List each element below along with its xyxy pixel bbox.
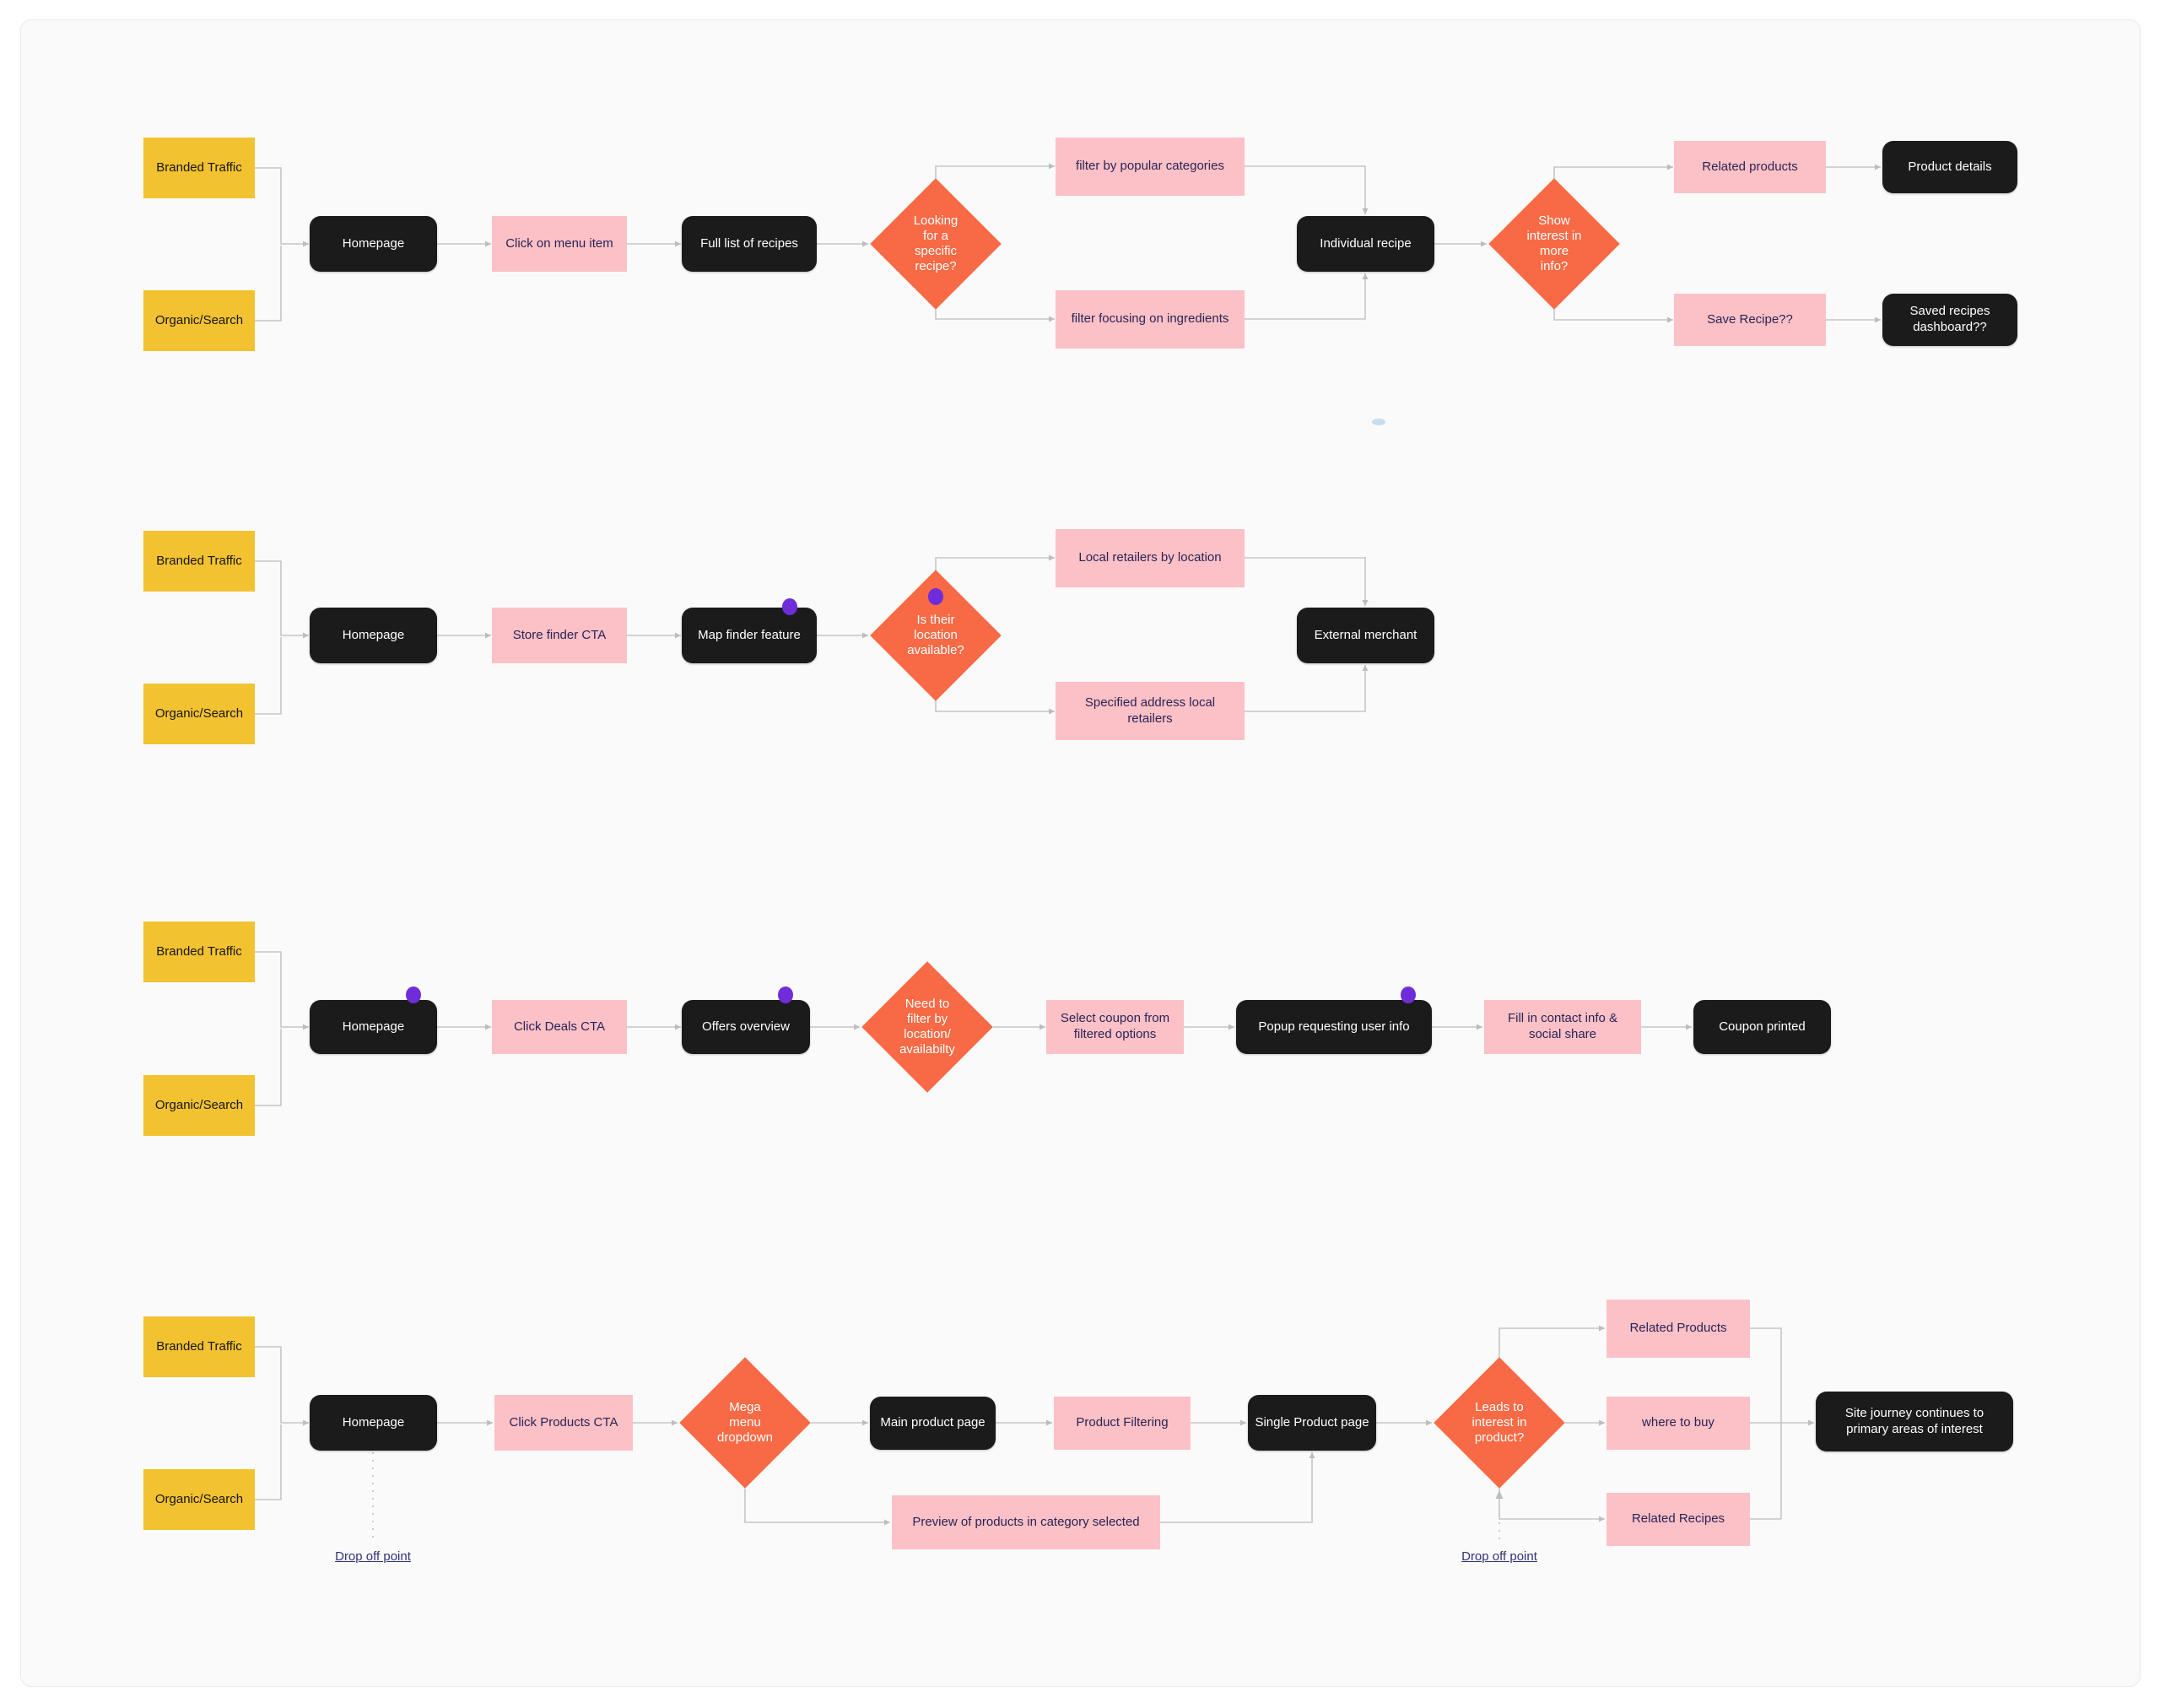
action-preview-products-category[interactable]: Preview of products in category selected	[892, 1495, 1160, 1549]
action-where-to-buy[interactable]: where to buy	[1606, 1397, 1750, 1450]
page-homepage[interactable]: Homepage	[310, 1000, 437, 1054]
action-related-products[interactable]: Related products	[1674, 141, 1826, 193]
page-map-finder-feature[interactable]: Map finder feature	[682, 608, 817, 663]
action-fill-contact-info[interactable]: Fill in contact info & social share	[1484, 1000, 1641, 1054]
page-homepage[interactable]: Homepage	[310, 1395, 437, 1451]
entry-branded-traffic[interactable]: Branded Traffic	[143, 138, 255, 198]
page-product-details[interactable]: Product details	[1882, 141, 2017, 193]
entry-branded-traffic[interactable]: Branded Traffic	[143, 531, 255, 592]
page-coupon-printed[interactable]: Coupon printed	[1693, 1000, 1831, 1054]
action-click-deals-cta[interactable]: Click Deals CTA	[492, 1000, 627, 1054]
action-store-finder-cta[interactable]: Store finder CTA	[492, 608, 627, 663]
action-filter-ingredients[interactable]: filter focusing on ingredients	[1056, 290, 1245, 349]
entry-organic-search[interactable]: Organic/Search	[143, 1469, 255, 1530]
page-single-product[interactable]: Single Product page	[1248, 1395, 1376, 1451]
page-individual-recipe[interactable]: Individual recipe	[1297, 216, 1434, 272]
action-click-menu-item[interactable]: Click on menu item	[492, 216, 627, 272]
action-filter-popular-categories[interactable]: filter by popular categories	[1056, 138, 1245, 196]
entry-branded-traffic[interactable]: Branded Traffic	[143, 922, 255, 982]
action-save-recipe[interactable]: Save Recipe??	[1674, 294, 1826, 346]
collaborator-dot[interactable]	[406, 986, 421, 1003]
action-click-products-cta[interactable]: Click Products CTA	[494, 1395, 633, 1451]
entry-branded-traffic[interactable]: Branded Traffic	[143, 1316, 255, 1377]
page-homepage[interactable]: Homepage	[310, 216, 437, 272]
collaborator-dot[interactable]	[1401, 986, 1416, 1003]
action-related-products[interactable]: Related Products	[1606, 1300, 1750, 1358]
page-saved-recipes-dashboard[interactable]: Saved recipes dashboard??	[1882, 294, 2017, 346]
page-homepage[interactable]: Homepage	[310, 608, 437, 663]
page-full-list-recipes[interactable]: Full list of recipes	[682, 216, 817, 272]
action-related-recipes[interactable]: Related Recipes	[1606, 1493, 1750, 1546]
collaborator-dot[interactable]	[928, 588, 943, 605]
entry-organic-search[interactable]: Organic/Search	[143, 290, 255, 351]
page-external-merchant[interactable]: External merchant	[1297, 608, 1434, 663]
entry-organic-search[interactable]: Organic/Search	[143, 1075, 255, 1136]
stray-mark	[1372, 419, 1385, 425]
action-specified-address-retailers[interactable]: Specified address local retailers	[1056, 682, 1245, 740]
collaborator-dot[interactable]	[782, 598, 797, 615]
page-site-journey-continues[interactable]: Site journey continues to primary areas …	[1816, 1392, 2013, 1451]
page-popup-user-info[interactable]: Popup requesting user info	[1236, 1000, 1432, 1054]
page-offers-overview[interactable]: Offers overview	[682, 1000, 810, 1054]
entry-organic-search[interactable]: Organic/Search	[143, 684, 255, 744]
drop-off-point-label[interactable]: Drop off point	[335, 1549, 411, 1564]
action-local-retailers-by-location[interactable]: Local retailers by location	[1056, 529, 1245, 587]
drop-off-point-label[interactable]: Drop off point	[1461, 1549, 1537, 1564]
action-product-filtering[interactable]: Product Filtering	[1054, 1397, 1191, 1450]
page-main-product[interactable]: Main product page	[870, 1397, 996, 1450]
collaborator-dot[interactable]	[778, 986, 793, 1003]
action-select-coupon[interactable]: Select coupon from filtered options	[1046, 1000, 1184, 1054]
